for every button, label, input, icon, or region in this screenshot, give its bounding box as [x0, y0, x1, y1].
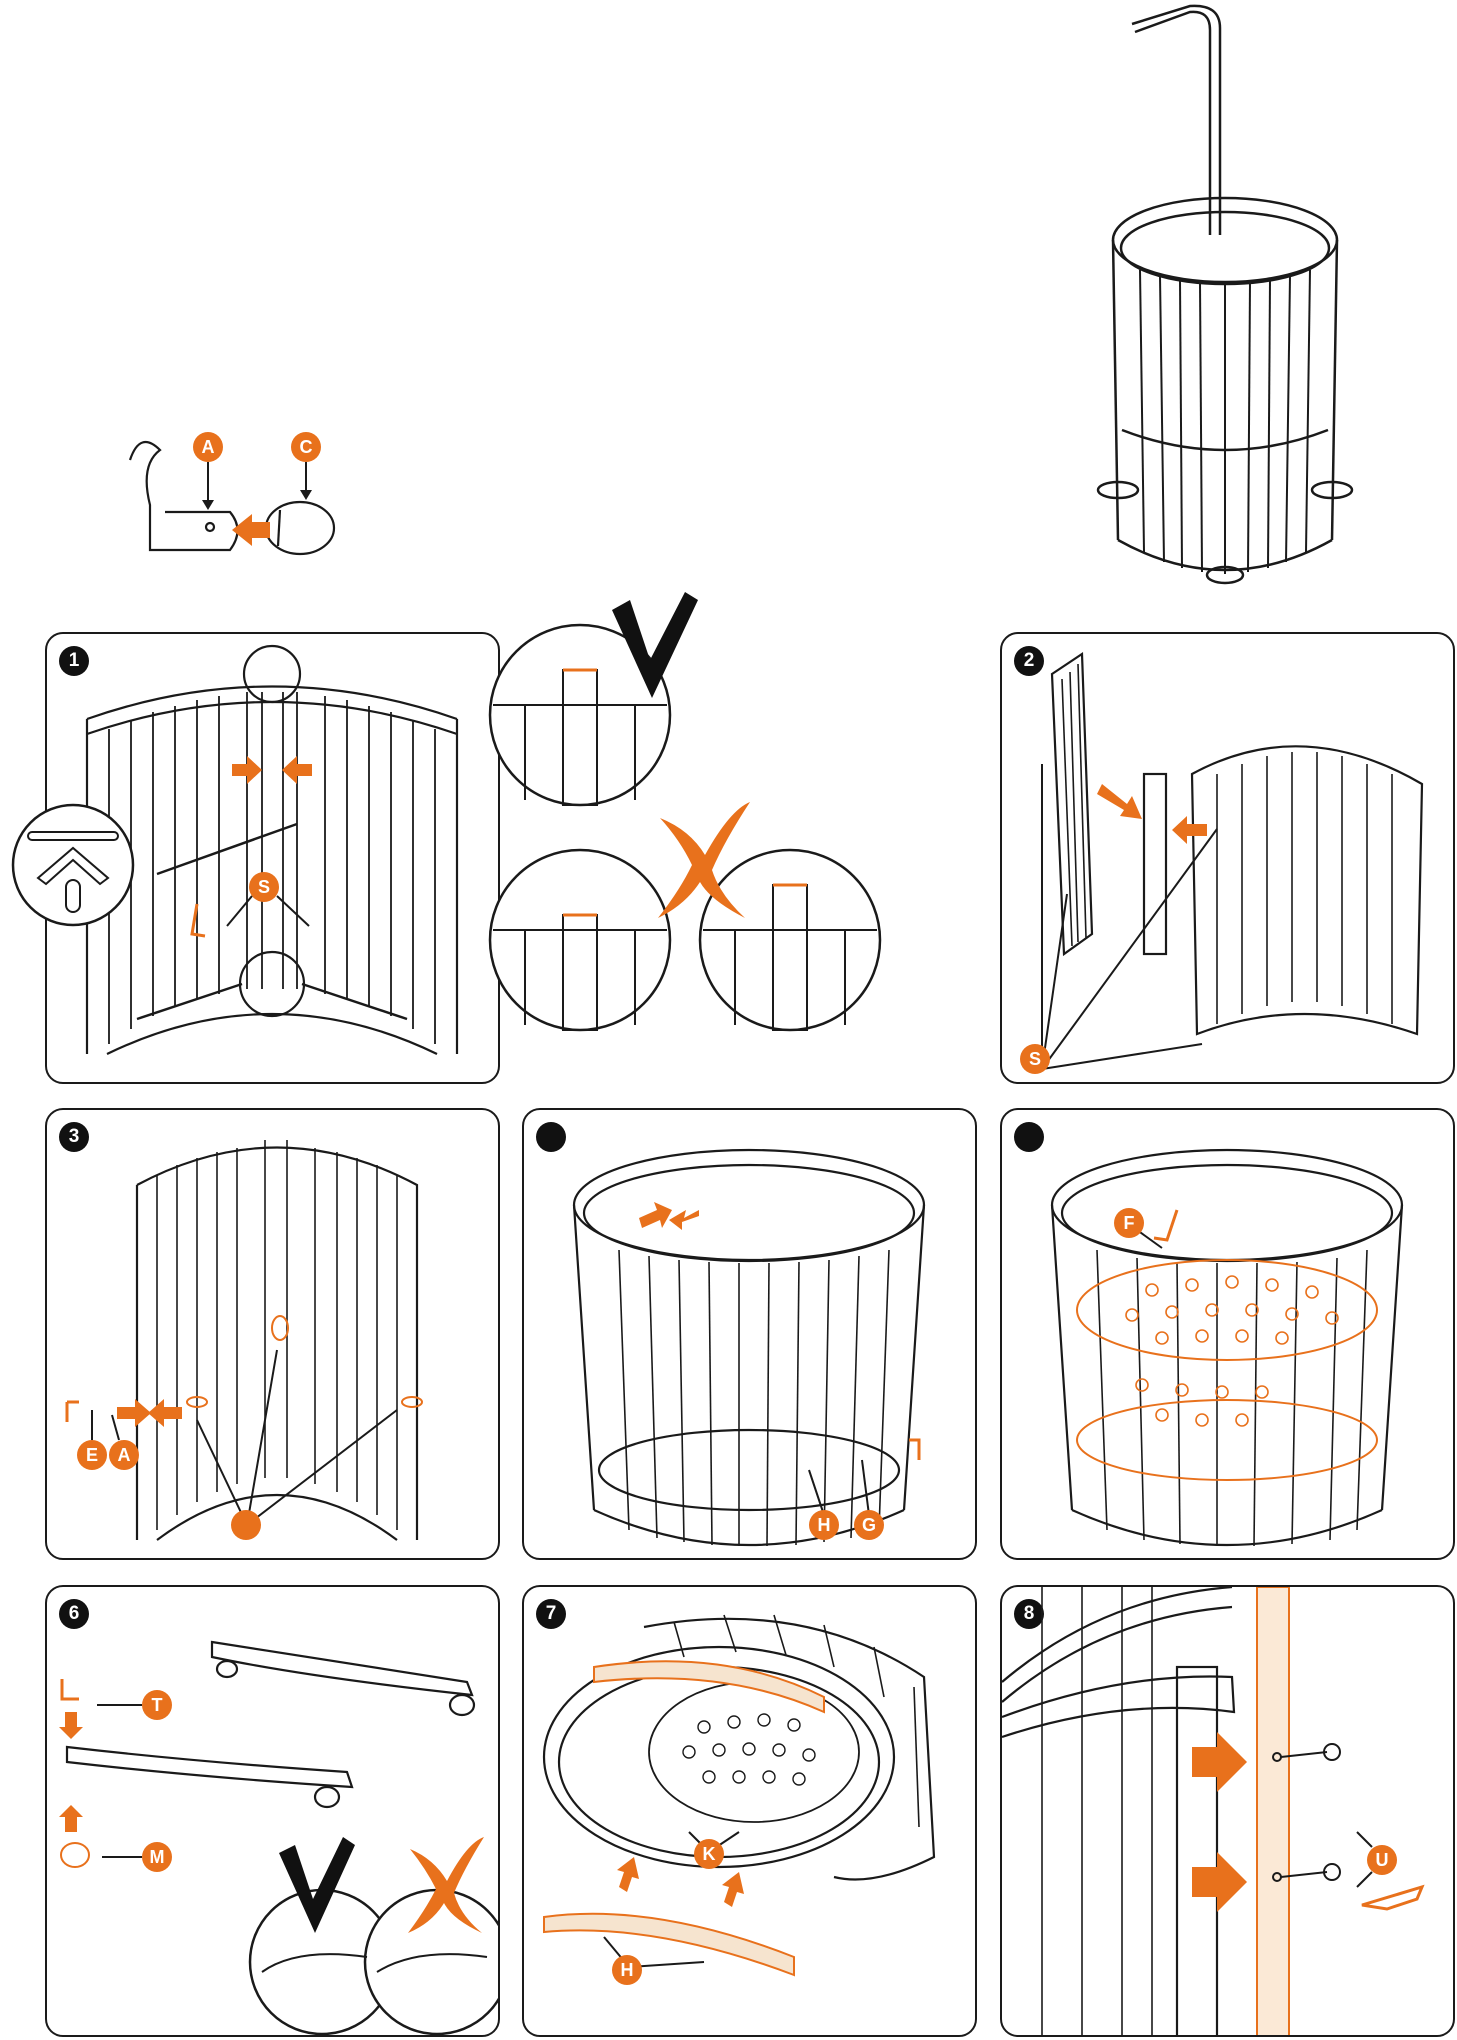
- callout-F: F: [1114, 1208, 1144, 1238]
- callout-G: G: [854, 1510, 884, 1540]
- callout-S: S: [249, 872, 279, 902]
- callout-U: U: [1367, 1845, 1397, 1875]
- pin-insert-diagram: [65, 1140, 423, 1541]
- callout-C: C: [291, 432, 321, 462]
- callout-T: T: [142, 1690, 172, 1720]
- check-mark: [279, 1837, 355, 1933]
- callout-H: H: [809, 1510, 839, 1540]
- cross-mark: [658, 802, 750, 918]
- bracket-detail: A C: [120, 430, 380, 570]
- half-shell-diagram: [85, 644, 459, 1055]
- assembled-crib-illustration: [1096, 4, 1354, 585]
- wrong-detail-circle-left: [488, 848, 672, 1032]
- canopy-pole-diagram: [1002, 1587, 1425, 2035]
- step-panel-7: 7 K H: [522, 1585, 977, 2037]
- step-panel-2: 2 S: [1000, 632, 1455, 1084]
- mattress-base-diagram: [1050, 1148, 1404, 1547]
- step-number-5: [1014, 1122, 1044, 1152]
- step-number-1: 1: [59, 646, 89, 676]
- wrong-detail-circle-right: [698, 848, 882, 1032]
- correct-detail-circle: [488, 623, 672, 807]
- step-panel-5: F: [1000, 1108, 1455, 1560]
- step-number-4: [536, 1122, 566, 1152]
- step-number-2: 2: [1014, 646, 1044, 676]
- wheel-bar-diagram: [59, 1640, 498, 2035]
- step-number-7: 7: [536, 1599, 566, 1629]
- callout-S: S: [1020, 1044, 1050, 1074]
- callout-K: K: [694, 1839, 724, 1869]
- oval-frame-diagram: [572, 1148, 926, 1547]
- step-panel-4: H G: [522, 1108, 977, 1560]
- side-panels-diagram: [1041, 651, 1424, 1070]
- step-number-8: 8: [1014, 1599, 1044, 1629]
- step-panel-3: 3 E A: [45, 1108, 500, 1560]
- callout-M: M: [142, 1842, 172, 1872]
- bracket-diagram: [128, 440, 336, 556]
- chevron-up-icon: [11, 803, 135, 927]
- callout-A: A: [193, 432, 223, 462]
- check-mark: [612, 592, 698, 698]
- callout-H: H: [612, 1955, 642, 1985]
- callout-A: A: [109, 1440, 139, 1470]
- step-panel-8: 8 U: [1000, 1585, 1455, 2037]
- step-panel-6: 6 T M: [45, 1585, 500, 2037]
- cross-mark: [408, 1837, 484, 1933]
- step-number-3: 3: [59, 1122, 89, 1152]
- base-attach-diagram: [542, 1614, 936, 1977]
- callout-blank: [231, 1510, 261, 1540]
- step-number-6: 6: [59, 1599, 89, 1629]
- callout-E: E: [77, 1440, 107, 1470]
